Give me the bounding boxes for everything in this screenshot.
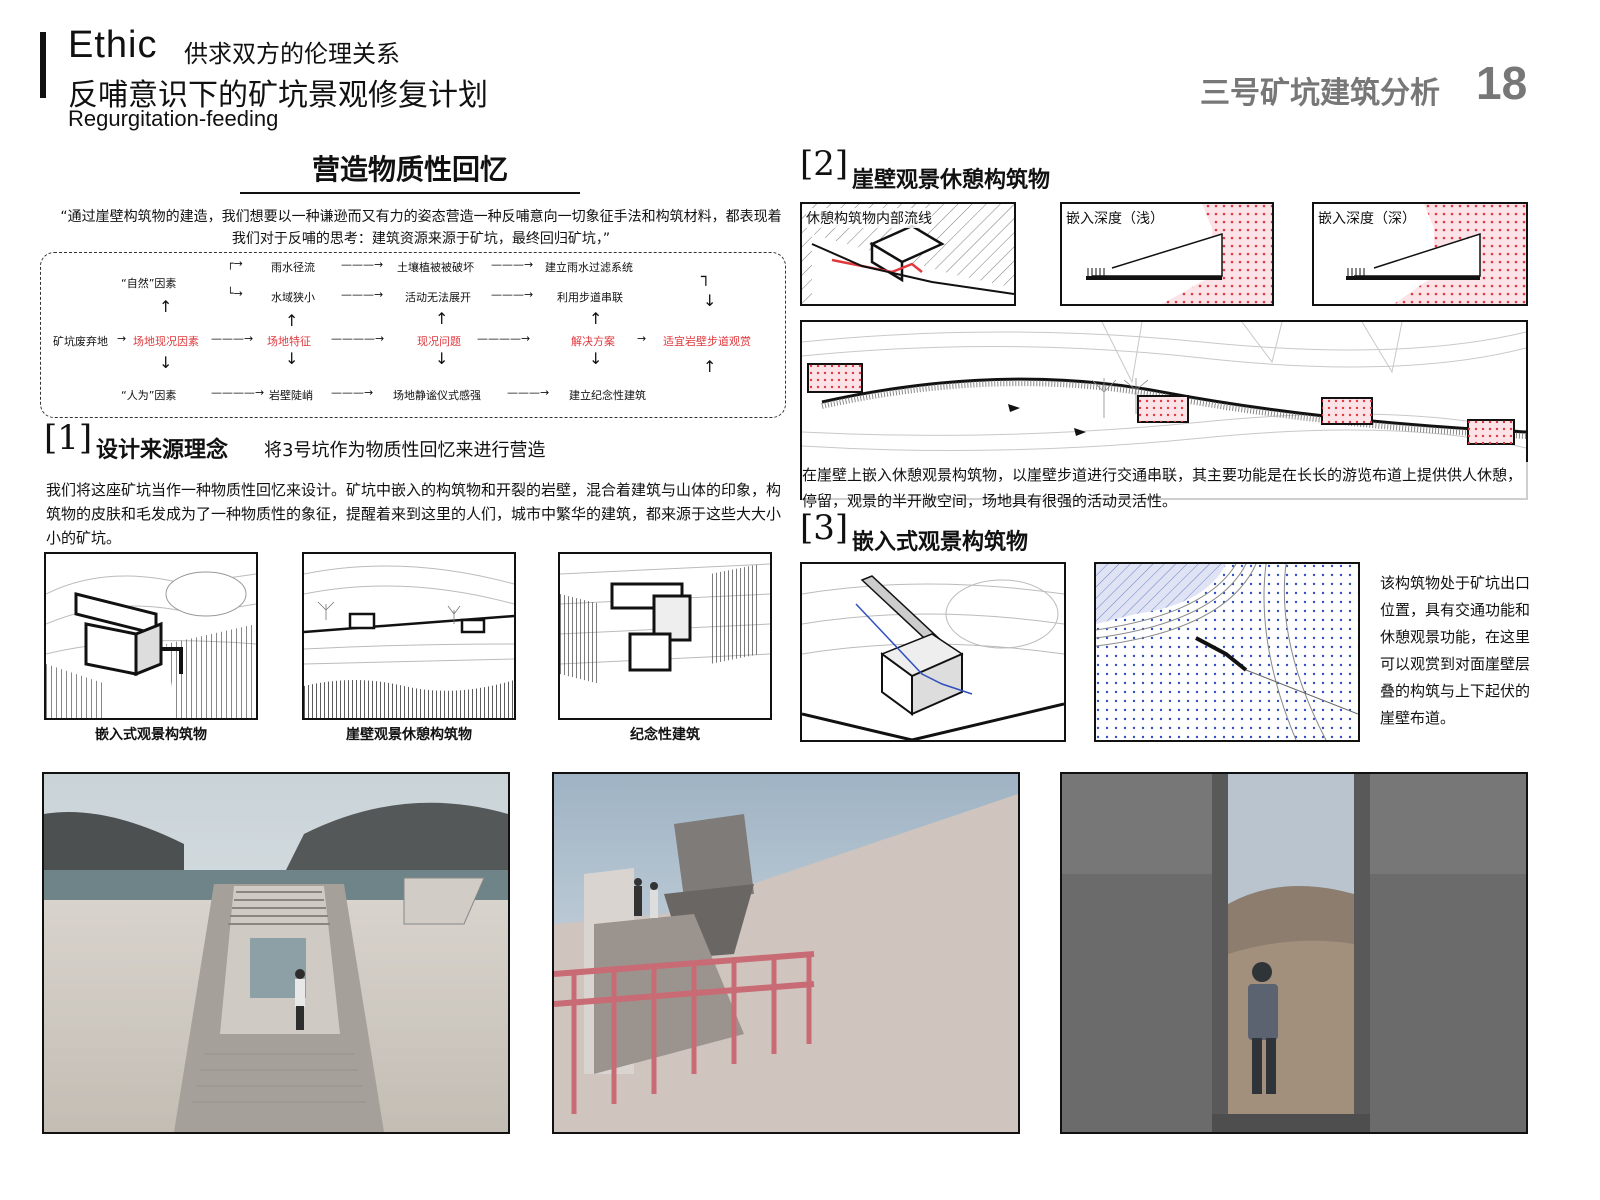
section3-number: [3] [800, 508, 849, 548]
flow-mid1: 水域狭小 [271, 291, 315, 304]
cliff-path-drawing [802, 322, 1526, 451]
depth-shallow-label: 嵌入深度（浅） [1066, 208, 1164, 228]
depth-shallow-drawing [1086, 204, 1272, 304]
diagram-memorial [558, 552, 772, 720]
flow-arrow: ————→ [211, 386, 265, 399]
memorial-drawing [560, 563, 770, 684]
diagram-depth-shallow: 嵌入深度（浅） [1060, 202, 1274, 306]
diagram-depth-deep: 嵌入深度（深） [1312, 202, 1528, 306]
flow-start: 矿坑废弃地 [53, 335, 108, 348]
flow-top2: 土壤植被被破坏 [397, 261, 474, 274]
render-red-railing [552, 772, 1020, 1134]
flow-arrow: ———→ [211, 332, 254, 345]
stair-lake-image [44, 774, 508, 1132]
flow-arrow-up: ↑ [435, 309, 449, 328]
section3-title: 嵌入式观景构筑物 [852, 530, 1029, 555]
flow-arrow: ———→ [507, 386, 550, 399]
page-title: 三号矿坑建筑分析 [1200, 76, 1440, 111]
caption-cliff-rest: 崖壁观景休憩构筑物 [346, 727, 472, 743]
section2-title: 崖壁观景休憩构筑物 [852, 168, 1051, 193]
render-stair-lake [42, 772, 510, 1134]
flow-top1: 雨水径流 [271, 261, 315, 274]
header-en-subtitle: Regurgitation-feeding [68, 106, 279, 131]
section2-caption: 在崖壁上嵌入休憩观景构筑物，以崖壁步道进行交通串联，其主要功能是在长长的游览布道… [802, 462, 1532, 514]
embedded-structure-drawing [46, 571, 256, 718]
flow-arrow-up: ↑ [285, 311, 299, 330]
flow-arrow-up: ↑ [703, 357, 717, 376]
flow-arrow-merge: ┐ [701, 267, 711, 286]
flow-feature: 场地特征 [267, 335, 311, 348]
cliff-rest-drawing [304, 565, 514, 718]
flow-arrow: → [117, 332, 127, 345]
intro-heading: 营造物质性回忆 [311, 153, 508, 186]
flow-arrow-up: ↑ [589, 309, 603, 328]
flow-bot3: 建立纪念性建筑 [569, 389, 646, 402]
flow-arrow-down: ↓ [159, 353, 173, 372]
header-en-title: Ethic [68, 24, 158, 66]
flow-arrow: ———→ [491, 288, 534, 301]
header-cn-title: 反哺意识下的矿坑景观修复计划 [68, 78, 488, 113]
flow-problem: 现况问题 [417, 335, 461, 348]
flow-arrow-up: ↑ [159, 297, 173, 316]
flow-solution: 解决方案 [571, 335, 615, 348]
flow-bot2: 场地静谧仪式感强 [393, 389, 481, 402]
flow-chart: “自然”因素 “人为”因素 矿坑废弃地 → 场地现况因素 ↑ ↓ ———→ 场地… [40, 252, 786, 418]
section1-subtitle: 将3号坑作为物质性回忆来进行营造 [264, 440, 546, 461]
flow-top3: 建立雨水过滤系统 [545, 261, 633, 274]
header-bar [40, 32, 46, 98]
flow-arrow-down: ↓ [703, 291, 717, 310]
page-number: 18 [1476, 57, 1528, 109]
flow-nature: “自然”因素 [121, 277, 177, 290]
flow-arrow: ———→ [491, 258, 534, 271]
flow-human: “人为”因素 [121, 389, 177, 402]
section1-title: 设计来源理念 [96, 438, 229, 463]
section3-description: 该构筑物处于矿坑出口位置，具有交通功能和休憩观景功能，在这里可以观赏到对面崖壁层… [1380, 574, 1531, 727]
flow-site-factor: 场地现况因素 [133, 335, 199, 348]
flow-branch: ┌→ [227, 257, 243, 270]
embedded-axon-drawing [802, 575, 1064, 740]
flow-arrow: → [637, 332, 647, 345]
intro-quote: “通过崖壁构筑物的建造，我们想要以一种谦逊而又有力的姿态营造一种反哺意向一切象征… [60, 209, 782, 247]
intro-heading-underline [240, 192, 580, 194]
flow-arrow-down: ↓ [285, 349, 299, 368]
window-view-image [1062, 774, 1526, 1132]
embedded-plan-drawing [1096, 564, 1358, 740]
diagram-internal-flow: 休憩构筑物内部流线 [800, 202, 1016, 306]
flow-result: 适宜岩壁步道观赏 [663, 335, 751, 348]
flow-arrow: ————→ [331, 332, 385, 345]
flow-arrow-down: ↓ [435, 349, 449, 368]
diagram-embedded [44, 552, 258, 720]
header-subtitle: 供求双方的伦理关系 [184, 40, 400, 68]
section2-number: [2] [800, 144, 849, 184]
flow-mid2: 活动无法展开 [405, 291, 471, 304]
caption-embedded: 嵌入式观景构筑物 [95, 727, 207, 743]
depth-deep-drawing [1346, 204, 1526, 304]
depth-deep-label: 嵌入深度（深） [1318, 208, 1416, 228]
diagram-cliff-rest [302, 552, 516, 720]
flow-arrow: ———→ [341, 288, 384, 301]
flow-arrow: ———→ [331, 386, 374, 399]
flow-arrow-down: ↓ [589, 349, 603, 368]
flow-arrow: ————→ [477, 332, 531, 345]
section1-number: [1] [44, 418, 93, 458]
flow-arrow: ———→ [341, 258, 384, 271]
section1-description: 我们将这座矿坑当作一种物质性回忆来设计。矿坑中嵌入的构筑物和开裂的岩壁，混合着建… [46, 481, 782, 547]
diagram-embedded-plan [1094, 562, 1360, 742]
flow-bot1: 岩壁陡峭 [269, 389, 313, 402]
render-window-view [1060, 772, 1528, 1134]
caption-memorial: 纪念性建筑 [630, 727, 700, 743]
flow-mid3: 利用步道串联 [557, 291, 623, 304]
red-railing-image [554, 774, 1018, 1132]
internal-flow-label: 休憩构筑物内部流线 [806, 208, 932, 228]
flow-branch: └→ [227, 287, 243, 300]
diagram-embedded-axon [800, 562, 1066, 742]
